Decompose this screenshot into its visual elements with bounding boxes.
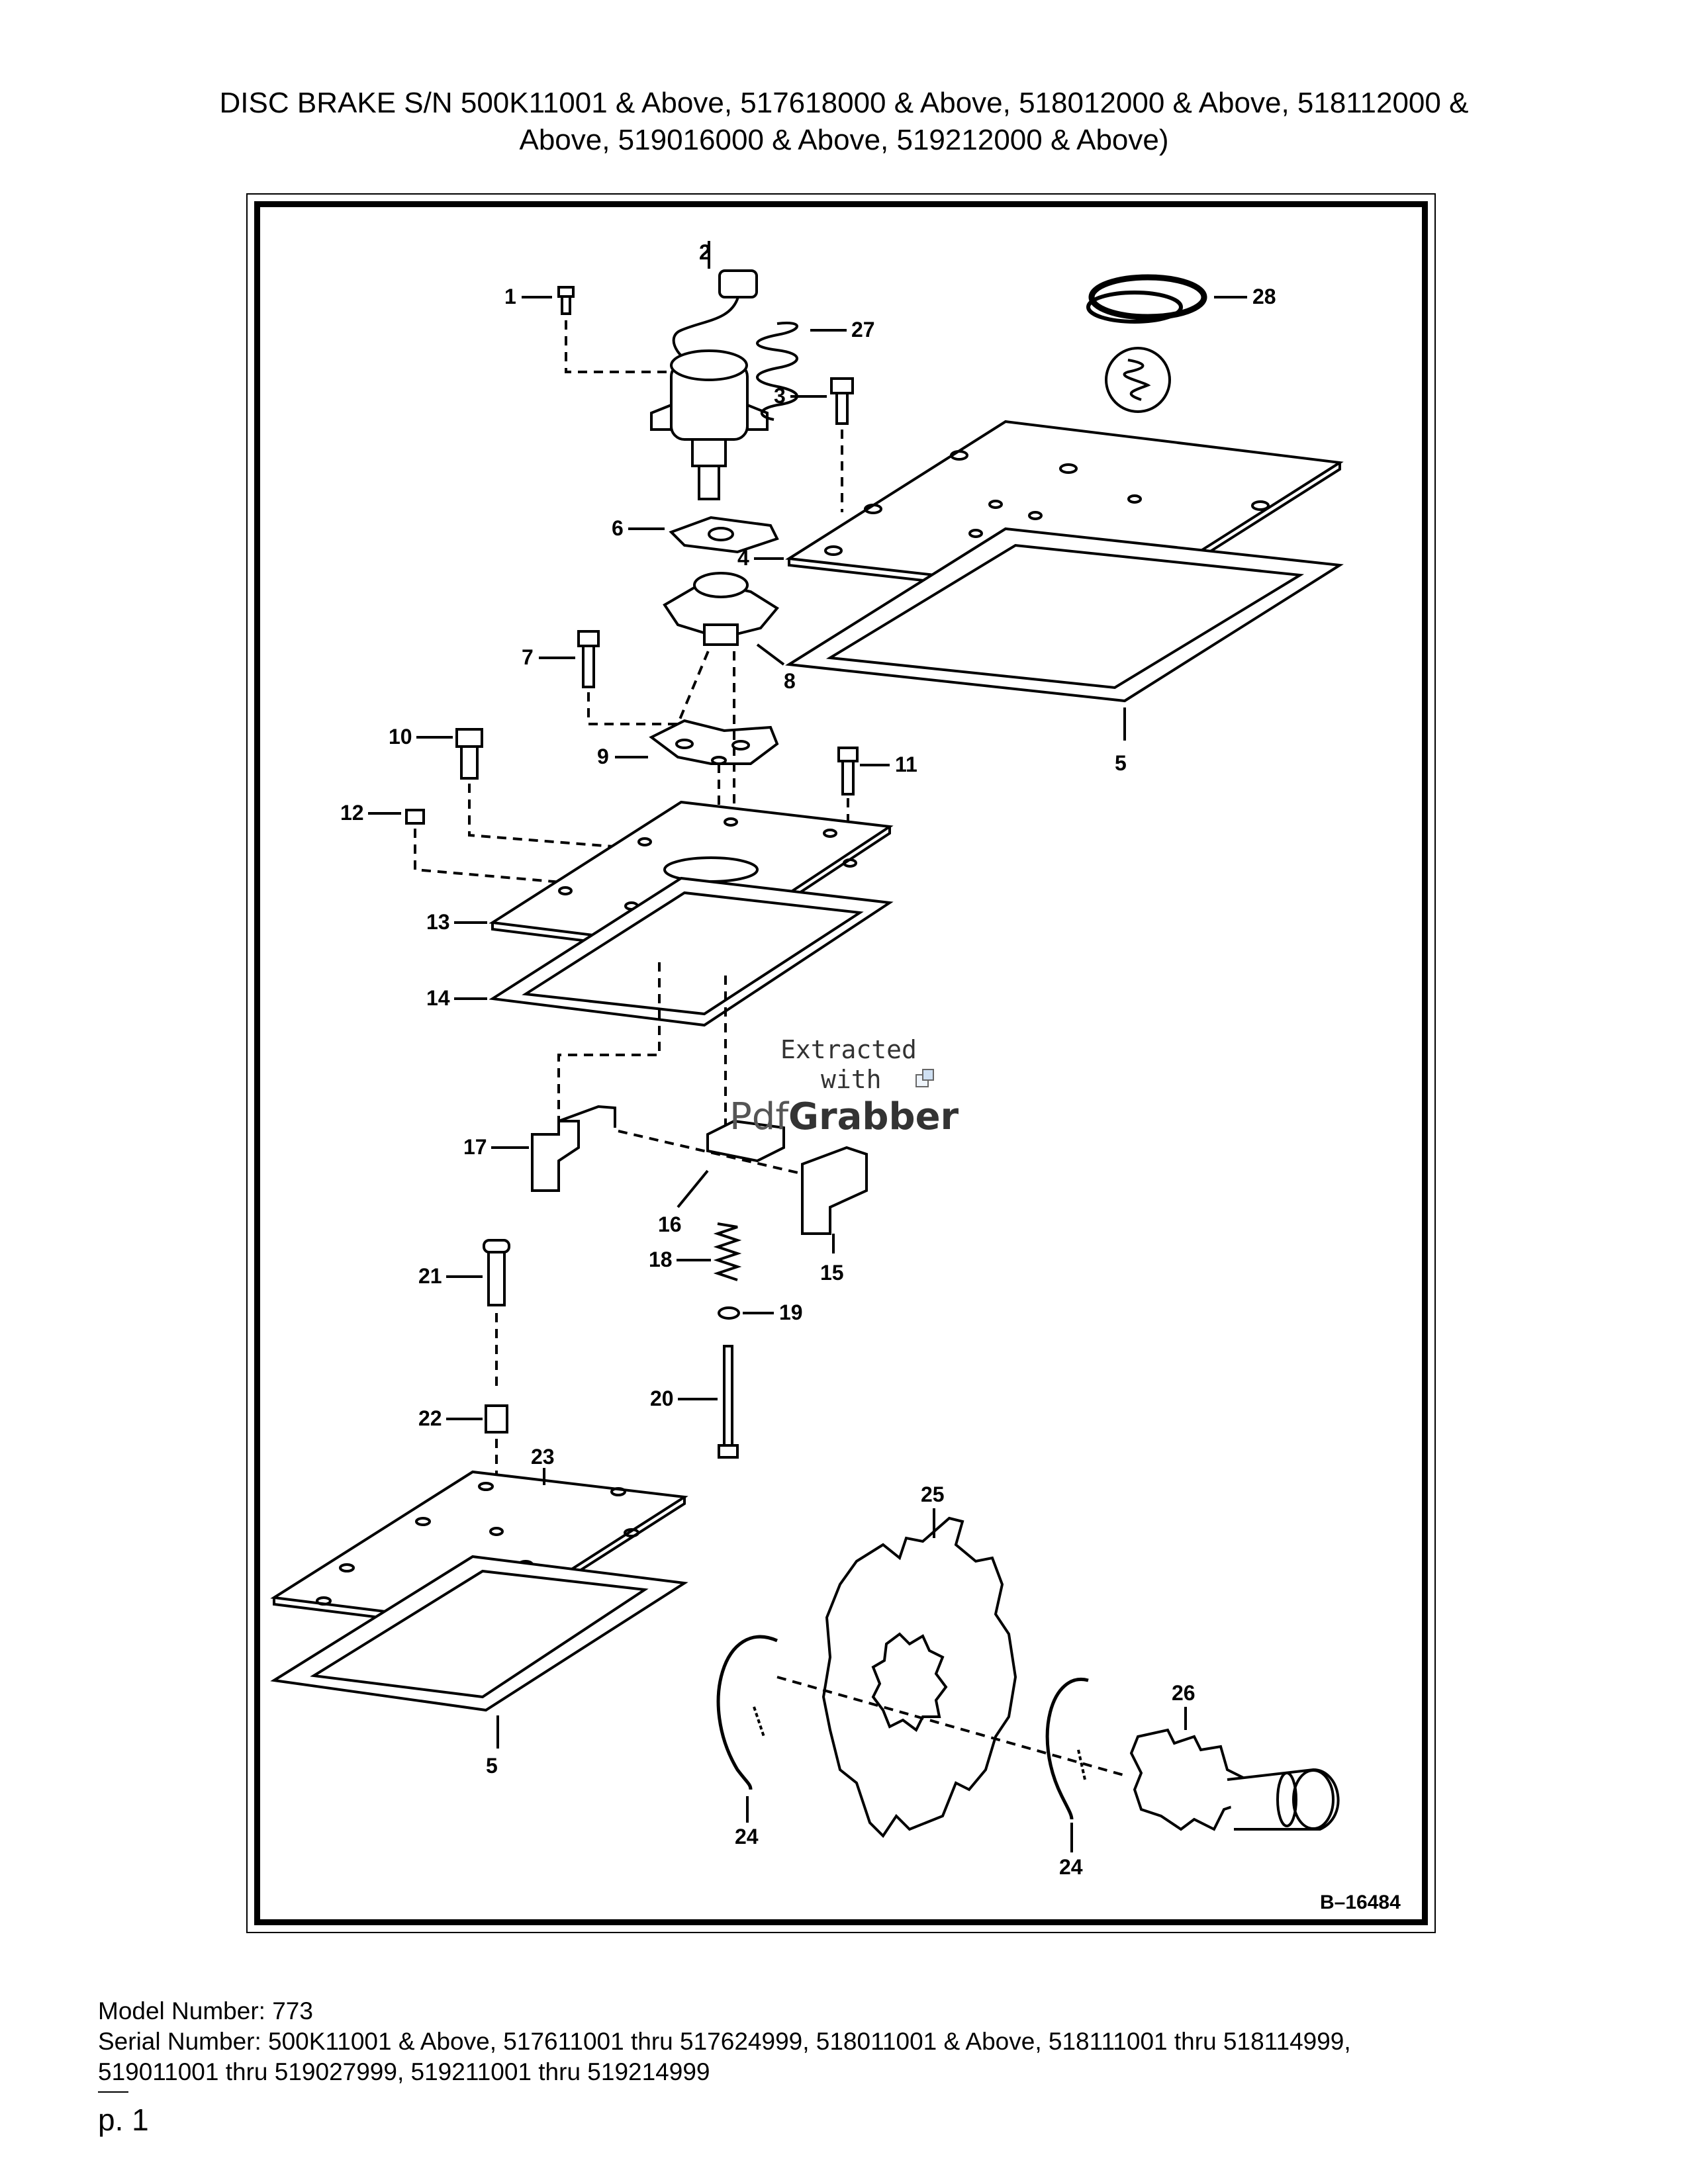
callout-7: 7 <box>522 645 534 669</box>
part-8-manifold <box>663 572 785 666</box>
callout-21: 21 <box>418 1264 442 1288</box>
leader-12 <box>414 829 685 894</box>
callout-5-bottom: 5 <box>486 1754 498 1778</box>
title-line-2: Above, 519016000 & Above, 519212000 & Ab… <box>519 124 1169 156</box>
part-3-bolt <box>790 377 854 425</box>
callout-4: 4 <box>737 546 749 570</box>
callout-10: 10 <box>389 725 412 749</box>
part-24-snap-ring-right <box>1045 1678 1089 1852</box>
part-28-wire <box>1086 274 1247 413</box>
title-line-1: DISC BRAKE S/N 500K11001 & Above, 517618… <box>219 87 1469 119</box>
leader-1 <box>565 320 681 373</box>
part-21-pin <box>446 1239 510 1306</box>
part-18-spring <box>677 1222 742 1281</box>
part-27-spring <box>756 322 847 421</box>
part-5-gasket-top <box>785 527 1344 741</box>
part-16-pad <box>677 1119 785 1208</box>
callout-5-top: 5 <box>1115 751 1127 775</box>
serial-number-line-1: Serial Number: 500K11001 & Above, 517611… <box>98 2028 1351 2055</box>
diagram-border <box>254 201 1428 1925</box>
part-2-solenoid <box>650 241 769 500</box>
part-12-nut <box>368 809 425 825</box>
callout-27: 27 <box>851 318 875 341</box>
figure-id: B–16484 <box>1320 1891 1401 1913</box>
callout-26: 26 <box>1172 1681 1196 1705</box>
part-17-caliper <box>491 1105 616 1192</box>
callout-24-right: 24 <box>1059 1855 1083 1879</box>
callout-labels: 1 2 3 4 5 6 7 8 9 10 11 12 13 14 15 16 1… <box>340 240 1401 1913</box>
callout-9: 9 <box>597 745 609 768</box>
part-19-washer <box>718 1306 774 1320</box>
callout-18: 18 <box>649 1248 673 1271</box>
callout-16: 16 <box>658 1212 682 1236</box>
footer-divider <box>98 2091 128 2093</box>
callout-28: 28 <box>1252 285 1276 308</box>
callout-3: 3 <box>774 384 786 408</box>
callout-20: 20 <box>650 1387 674 1410</box>
callout-22: 22 <box>418 1406 442 1430</box>
part-24-snap-ring-left <box>716 1635 778 1823</box>
watermark-brand-light: Pdf <box>729 1095 789 1138</box>
callout-17: 17 <box>463 1135 487 1159</box>
part-6-gasket <box>628 516 779 554</box>
callout-2: 2 <box>699 240 711 264</box>
part-10-bolt <box>416 728 483 780</box>
watermark-line-2: with <box>821 1065 882 1094</box>
footer-info: Model Number: 773 Serial Number: 500K110… <box>98 1996 1620 2087</box>
callout-1: 1 <box>504 285 516 308</box>
callout-24-left: 24 <box>735 1825 759 1848</box>
exploded-parts-diagram: 1 2 3 4 5 6 7 8 9 10 11 12 13 14 15 16 1… <box>270 240 1401 1913</box>
serial-number-line-2: 519011001 thru 519027999, 519211001 thru… <box>98 2058 710 2085</box>
diagram-frame: 1 2 3 4 5 6 7 8 9 10 11 12 13 14 15 16 1… <box>246 193 1436 1933</box>
callout-13: 13 <box>426 910 450 934</box>
watermark-brand: PdfGrabber <box>729 1095 959 1138</box>
part-7-bolt <box>539 630 600 688</box>
part-20-bolt <box>678 1345 739 1459</box>
page-number: p. 1 <box>98 2103 149 2137</box>
callout-8: 8 <box>784 669 796 693</box>
part-26-hub-shaft <box>1129 1707 1340 1831</box>
part-1-screw <box>522 286 575 315</box>
watermark-icon <box>915 1069 934 1087</box>
callout-23: 23 <box>531 1445 555 1469</box>
callout-6: 6 <box>612 516 624 540</box>
callout-11: 11 <box>895 752 917 776</box>
part-25-brake-disc <box>821 1508 1017 1839</box>
assembly-axis <box>776 1676 1129 1778</box>
part-15-caliper <box>801 1146 868 1253</box>
watermark-brand-bold: Grabber <box>788 1095 959 1138</box>
callout-15: 15 <box>820 1261 844 1285</box>
callout-14: 14 <box>426 986 450 1010</box>
leader-7 <box>587 644 712 725</box>
callout-12: 12 <box>340 801 364 825</box>
callout-25: 25 <box>921 1482 945 1506</box>
part-9-gasket <box>615 719 779 765</box>
part-11-bolt <box>837 747 890 796</box>
part-14-gasket <box>454 876 894 1027</box>
leader-13 <box>557 962 661 1138</box>
watermark-line-1: Extracted <box>780 1035 917 1064</box>
document-title: DISC BRAKE S/N 500K11001 & Above, 517618… <box>79 85 1609 159</box>
part-22-bushing <box>446 1404 508 1433</box>
callout-19: 19 <box>779 1300 803 1324</box>
model-number: Model Number: 773 <box>98 1997 313 2025</box>
part-5-gasket-bottom <box>270 1555 688 1749</box>
